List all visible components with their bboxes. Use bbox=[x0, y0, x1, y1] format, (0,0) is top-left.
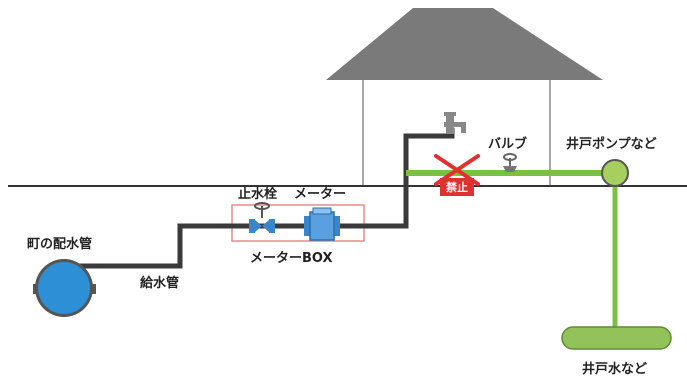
meter-box-outline bbox=[231, 204, 365, 242]
well-pump-label: 井戸ポンプなど bbox=[566, 136, 657, 152]
valve-icon bbox=[503, 153, 517, 172]
valve-label: バルブ bbox=[488, 136, 527, 152]
prohibited-label: 禁止 bbox=[446, 180, 468, 194]
faucet-icon bbox=[444, 112, 466, 134]
house bbox=[326, 8, 603, 186]
well-water-tank bbox=[561, 326, 672, 350]
well-pump bbox=[601, 159, 629, 187]
well-water-label: 井戸水など bbox=[582, 361, 647, 377]
city-water-pipe bbox=[64, 128, 455, 269]
supply-pipe-label: 給水管 bbox=[140, 275, 179, 291]
town-main-label: 町の配水管 bbox=[27, 236, 92, 252]
town-main-pipe bbox=[33, 259, 96, 317]
water-meter bbox=[304, 207, 340, 241]
stopcock-label: 止水栓 bbox=[238, 186, 277, 202]
stopcock-icon bbox=[249, 202, 275, 233]
meter-label: メーター bbox=[294, 187, 346, 202]
meter-box-label: メーターBOX bbox=[250, 251, 333, 266]
house-roof bbox=[326, 8, 603, 80]
prohibited-badge bbox=[440, 178, 474, 196]
